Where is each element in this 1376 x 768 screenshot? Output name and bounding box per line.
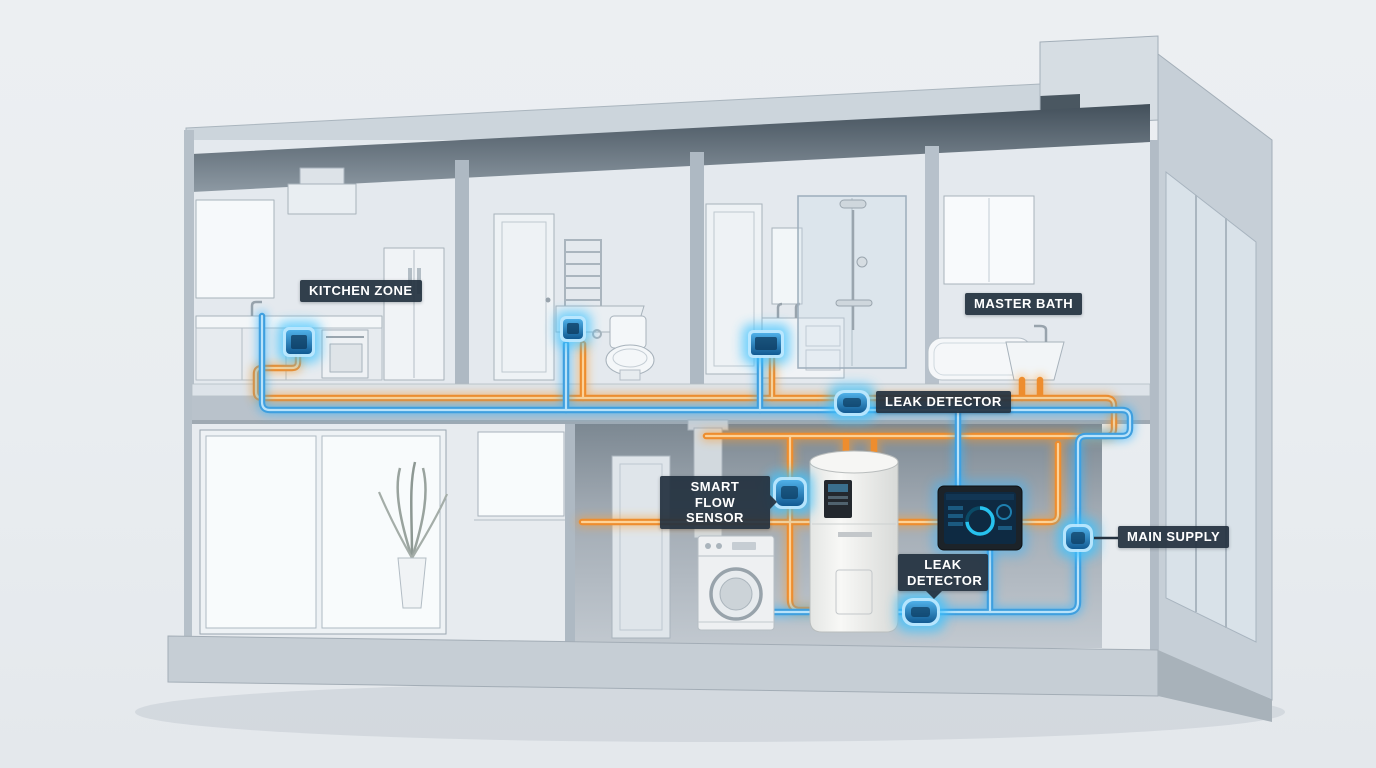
bathtub [927,337,1033,381]
shower-enclosure [797,195,907,369]
smart-flow-sensor-label-line2: SENSOR [686,510,744,526]
heater-access-panel [835,569,873,615]
kitchen-zone-label-text: KITCHEN ZONE [309,283,413,298]
living-room [192,424,568,646]
cold-water-pipes [256,310,1136,618]
toilet-paper-holder [592,329,602,339]
wall-divider [565,424,575,646]
door-knob [545,297,551,303]
flow-gauge-ring [965,506,995,536]
smart-flow-sensor-label: SMART FLOW SENSOR [660,476,777,529]
ceiling-leak-detector [828,384,876,422]
wall-divider [925,146,939,386]
main-supply-valve [1057,518,1099,558]
building [167,35,1273,722]
ground-shadow [135,682,1285,742]
back-window [477,431,565,517]
water-heater [809,450,899,633]
leak-detector-upper-label-text: LEAK DETECTOR [885,394,1002,409]
master-bath-label: MASTER BATH [965,293,1083,315]
hall-bathroom [493,213,655,381]
main-supply-label-text: MAIN SUPPLY [1127,529,1221,544]
floor-leak-detector [896,592,946,632]
smart-flow-sensor-label-line1: SMART FLOW [690,479,740,510]
shower-bathroom [705,195,907,379]
kitchen-zone-sensor [277,321,321,363]
kitchen-faucet [250,300,262,316]
vanity-sensor [742,324,790,364]
right-front-edge [1150,140,1158,652]
shower-mixer [835,299,873,307]
leak-detector-lower-label: LEAK DETECTOR [898,554,988,600]
potted-plant [377,461,449,609]
ceiling-recess [192,104,1150,192]
leak-detector-lower-label-line1: LEAK [924,557,962,572]
washing-machine [697,535,775,631]
control-tablet [932,480,1028,556]
master-bathroom [927,195,1065,381]
heater-brand [838,532,872,537]
hand-shower [856,256,868,268]
bathroom-sink-sensor [555,311,591,347]
kitchen-zone-label: KITCHEN ZONE [300,280,422,302]
tablet-screen [944,492,1016,544]
pedestal-sink [1005,324,1065,381]
toilet [605,315,655,381]
wall-divider [690,152,704,386]
rain-shower-head [839,199,867,209]
kitchen-window [195,199,275,299]
leak-detector-upper-label: LEAK DETECTOR [876,391,1011,413]
base-plinth [167,635,1272,722]
leak-detector-lower-label-line2: DETECTOR [907,572,983,588]
sink-faucet [1034,324,1048,342]
sensors [277,311,1099,632]
wall-divider [455,160,469,386]
main-supply-label: MAIN SUPPLY [1118,526,1230,548]
range-hood [287,183,357,215]
right-side-facade [1157,52,1273,701]
range-hood-vent [299,167,345,185]
door [493,213,555,381]
smart-flow-sensor [767,471,813,515]
left-outer-wall [184,130,194,642]
mirror [771,227,803,305]
master-bath-label-text: MASTER BATH [974,296,1074,311]
